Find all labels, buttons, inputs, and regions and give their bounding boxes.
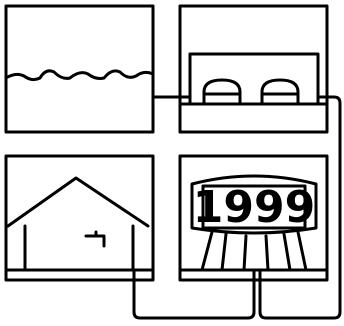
tower-leg: [284, 234, 290, 270]
tower-leg: [298, 232, 306, 270]
treatment-plant-panel: [180, 6, 327, 132]
house-panel: [6, 156, 153, 280]
water-tower-panel: 1999: [180, 156, 327, 280]
tower-leg: [222, 234, 226, 270]
storage-tank-left-icon: [204, 80, 240, 104]
treatment-plant-frame: [180, 6, 327, 132]
tower-leg: [266, 236, 268, 270]
house-frame: [6, 156, 153, 280]
tower-leg: [202, 232, 212, 270]
storage-tank-right-icon: [262, 80, 298, 104]
water-tower-legs: [202, 232, 306, 270]
reservoir-panel: [6, 6, 153, 132]
year-label: 1999: [193, 182, 315, 233]
reservoir-frame: [6, 6, 153, 132]
tower-leg: [244, 236, 246, 270]
water-tap-icon: [86, 232, 104, 246]
water-surface-wave-icon: [6, 71, 153, 80]
house-roof-icon: [8, 178, 148, 226]
